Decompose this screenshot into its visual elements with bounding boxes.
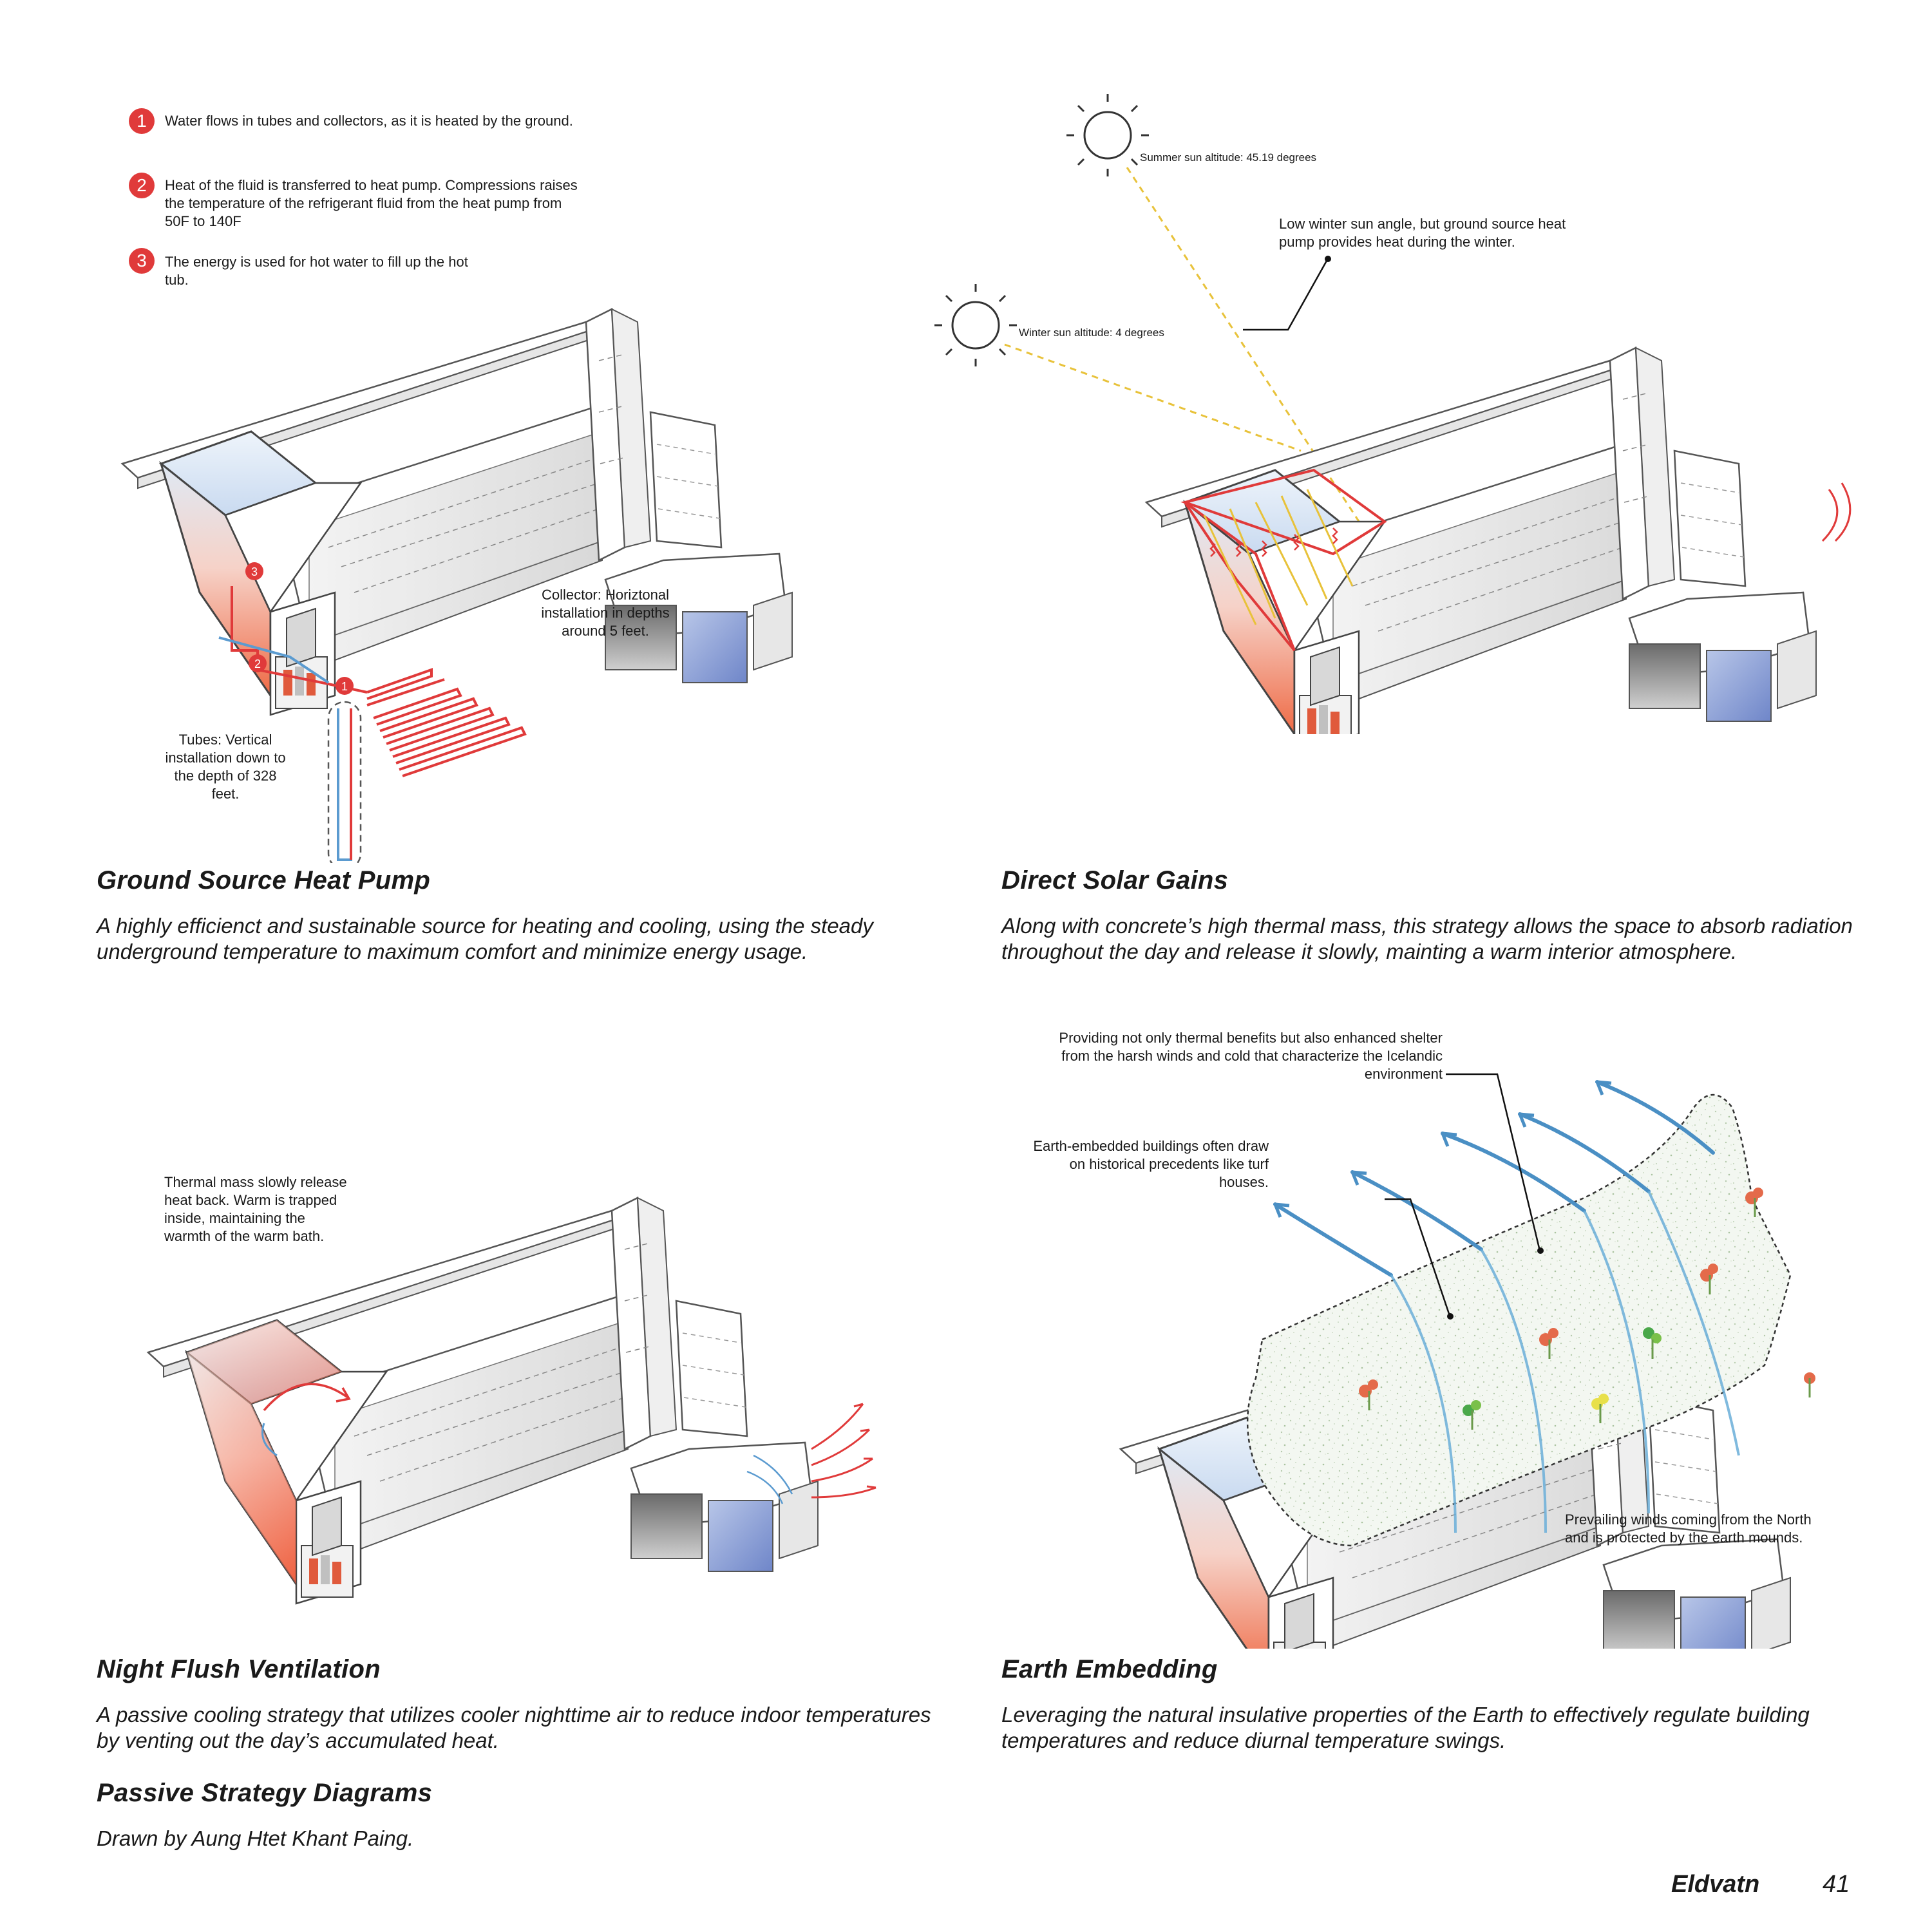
- winter-sun-icon: [934, 284, 1017, 366]
- earth-note-wind: Prevailing winds coming from the North a…: [1565, 1511, 1812, 1546]
- svg-text:2: 2: [254, 658, 261, 670]
- winter-note: Low winter sun angle, but ground source …: [1279, 216, 1566, 250]
- night-flush-diagram: [147, 1197, 876, 1605]
- collector-coil: [366, 668, 527, 777]
- step-1-badge: 1: [129, 108, 155, 134]
- section-title: Passive Strategy Diagrams: [97, 1779, 433, 1807]
- winter-sun-label: Winter sun altitude: 4 degrees: [1019, 327, 1164, 339]
- gshp-diagram: 3 2 1: [121, 308, 793, 863]
- earth-title: Earth Embedding: [1001, 1655, 1218, 1683]
- step-3-text: The energy is used for hot water to fill…: [165, 254, 468, 288]
- book-title: Eldvatn: [1671, 1871, 1760, 1898]
- earth-mound: [1246, 1094, 1792, 1547]
- step-1-text: Water flows in tubes and collectors, as …: [165, 113, 573, 129]
- earth-note-top: Providing not only thermal benefits but …: [1059, 1030, 1443, 1082]
- summer-sun-label: Summer sun altitude: 45.19 degrees: [1140, 151, 1317, 164]
- step-3-badge: 3: [129, 248, 155, 274]
- earth-embedding-diagram: [1119, 1073, 1815, 1649]
- vertical-tubes: [327, 701, 362, 863]
- gshp-description: A highly efficienct and sustainable sour…: [97, 914, 873, 963]
- step-2-text: Heat of the fluid is transferred to heat…: [165, 177, 578, 229]
- night-flush-title: Night Flush Ventilation: [97, 1655, 381, 1683]
- collector-note: Collector: Horiztonal installation in de…: [541, 587, 670, 639]
- night-flush-description: A passive cooling strategy that utilizes…: [97, 1703, 931, 1752]
- step-2-badge: 2: [129, 173, 155, 198]
- svg-text:3: 3: [251, 565, 258, 578]
- svg-text:1: 1: [341, 680, 348, 693]
- tubes-note: Tubes: Vertical installation down to the…: [165, 732, 286, 802]
- page-number: 41: [1823, 1871, 1850, 1898]
- night-flush-note: Thermal mass slowly release heat back. W…: [164, 1174, 347, 1244]
- solar-title: Direct Solar Gains: [1001, 866, 1229, 895]
- earth-description: Leveraging the natural insulative proper…: [1001, 1703, 1810, 1752]
- solar-description: Along with concrete’s high thermal mass,…: [1001, 914, 1853, 963]
- drawing-credit: Drawn by Aung Htet Khant Paing.: [97, 1826, 414, 1850]
- earth-note-mid: Earth-embedded buildings often draw on h…: [1033, 1138, 1269, 1190]
- gshp-title: Ground Source Heat Pump: [97, 866, 431, 895]
- solar-diagram: [934, 94, 1852, 734]
- summer-sun-icon: [1066, 94, 1149, 176]
